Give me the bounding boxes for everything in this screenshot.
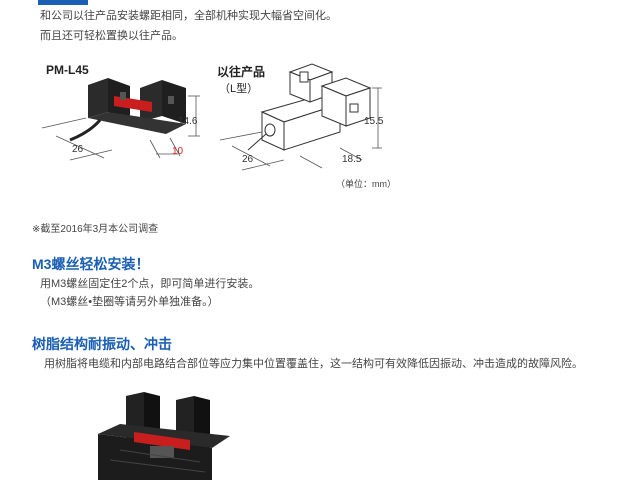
unit-note: （单位：mm） (336, 179, 396, 189)
section-m3-title: M3螺丝轻松安装！ (32, 256, 150, 272)
new-model-label: PM-L45 (46, 63, 89, 77)
sensor-cutaway-image (98, 392, 230, 480)
old-product-drawing (247, 63, 372, 151)
section-m3-line-1: 用M3螺丝固定住2个点，即可简单进行安装。 (40, 278, 260, 290)
top-accent-bar (38, 0, 88, 5)
pm-l45-width-dim: 26 (72, 144, 84, 155)
sensor-comparison-figure: 26 14.6 10 26 15.5 18.5 (41, 63, 384, 171)
intro-line-1: 和公司以往产品安装螺距相同，全部机种实现大幅省空间化。 (40, 10, 337, 22)
pm-l45-sensor-image (69, 78, 186, 142)
old-height-dim: 15.5 (364, 116, 384, 127)
old-model-label: 以往产品 (217, 65, 266, 79)
section-resin-line-1: 用树脂将电缆和内部电路结合部位等应力集中位置覆盖住，这一结构可有效降低因振动、冲… (44, 358, 583, 370)
old-depth-dim: 18.5 (342, 154, 362, 165)
pm-l45-height-dim: 14.6 (178, 116, 198, 127)
old-width-dim: 26 (242, 154, 254, 165)
intro-line-2: 而且还可轻松置换以往产品。 (40, 30, 183, 42)
section-m3-line-2: （M3螺丝•垫圈等请另外单独准备。） (40, 296, 219, 308)
survey-note: ※截至2016年3月本公司调查 (32, 224, 159, 235)
old-model-sublabel: （L型） (219, 83, 259, 95)
section-resin-title: 树脂结构耐振动、冲击 (32, 336, 172, 352)
pm-l45-depth-dim: 10 (172, 146, 184, 157)
